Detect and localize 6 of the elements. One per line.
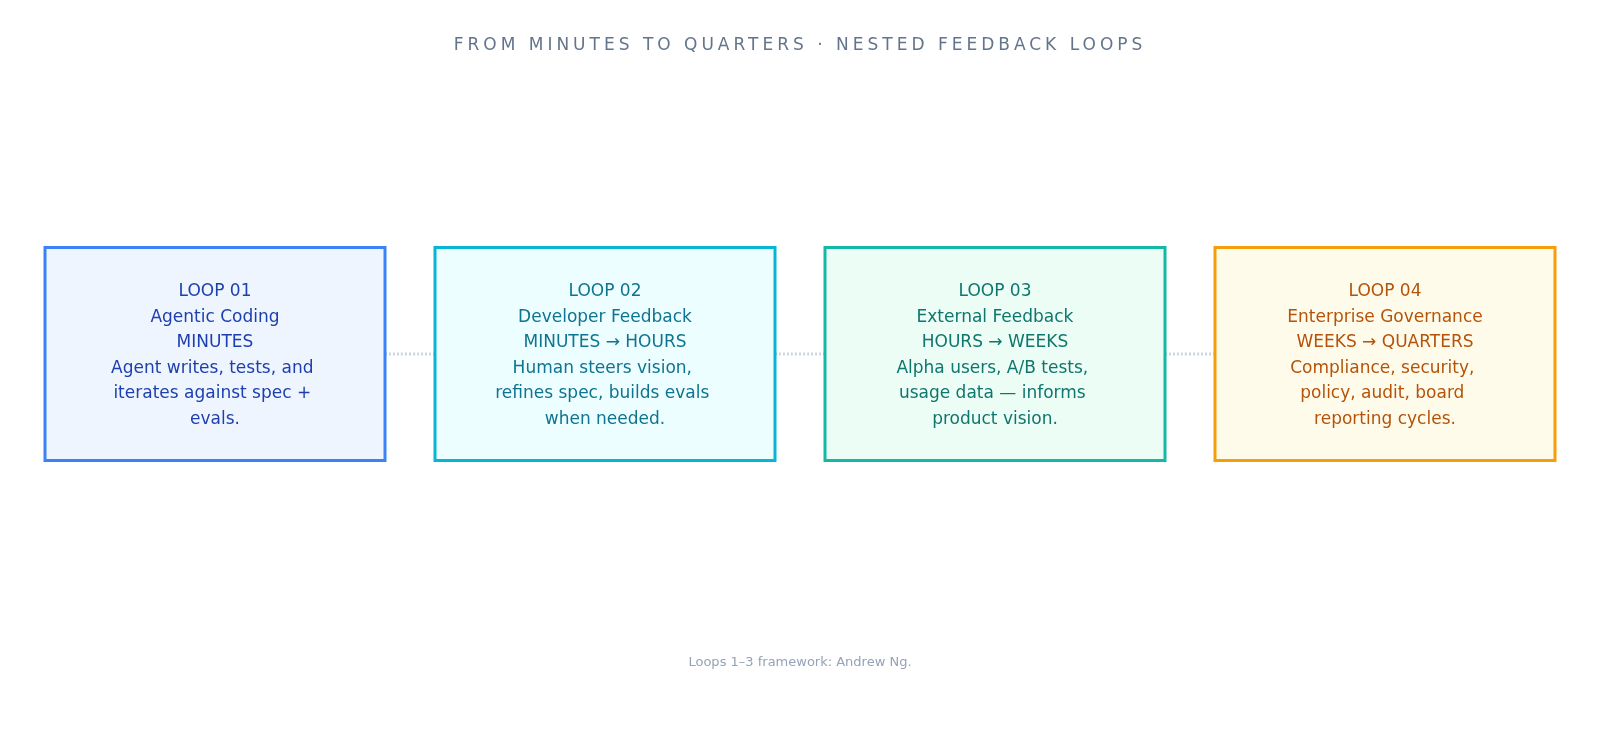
node-box: LOOP 02 Developer Feedback MINUTES → HOURS Human steers vision, refines spec, builds evals when needed. xyxy=(433,246,777,462)
node-box: LOOP 03 External Feedback HOURS → WEEKS Alpha users, A/B tests, usage data — informs product vision. xyxy=(823,246,1167,462)
title: FROM MINUTES TO QUARTERS · NESTED FEEDBACK LOOPS xyxy=(452,34,1148,54)
node-box: LOOP 01 Agentic Coding MINUTES Agent writes, tests, and iterates against spec + evals. xyxy=(43,246,387,462)
caption: Loops 1–3 framework: Andrew Ng. xyxy=(687,654,913,669)
node-box: LOOP 04 Enterprise Governance WEEKS → QUARTERS Compliance, security, policy, audit, board reporting cycles. xyxy=(1213,246,1557,462)
